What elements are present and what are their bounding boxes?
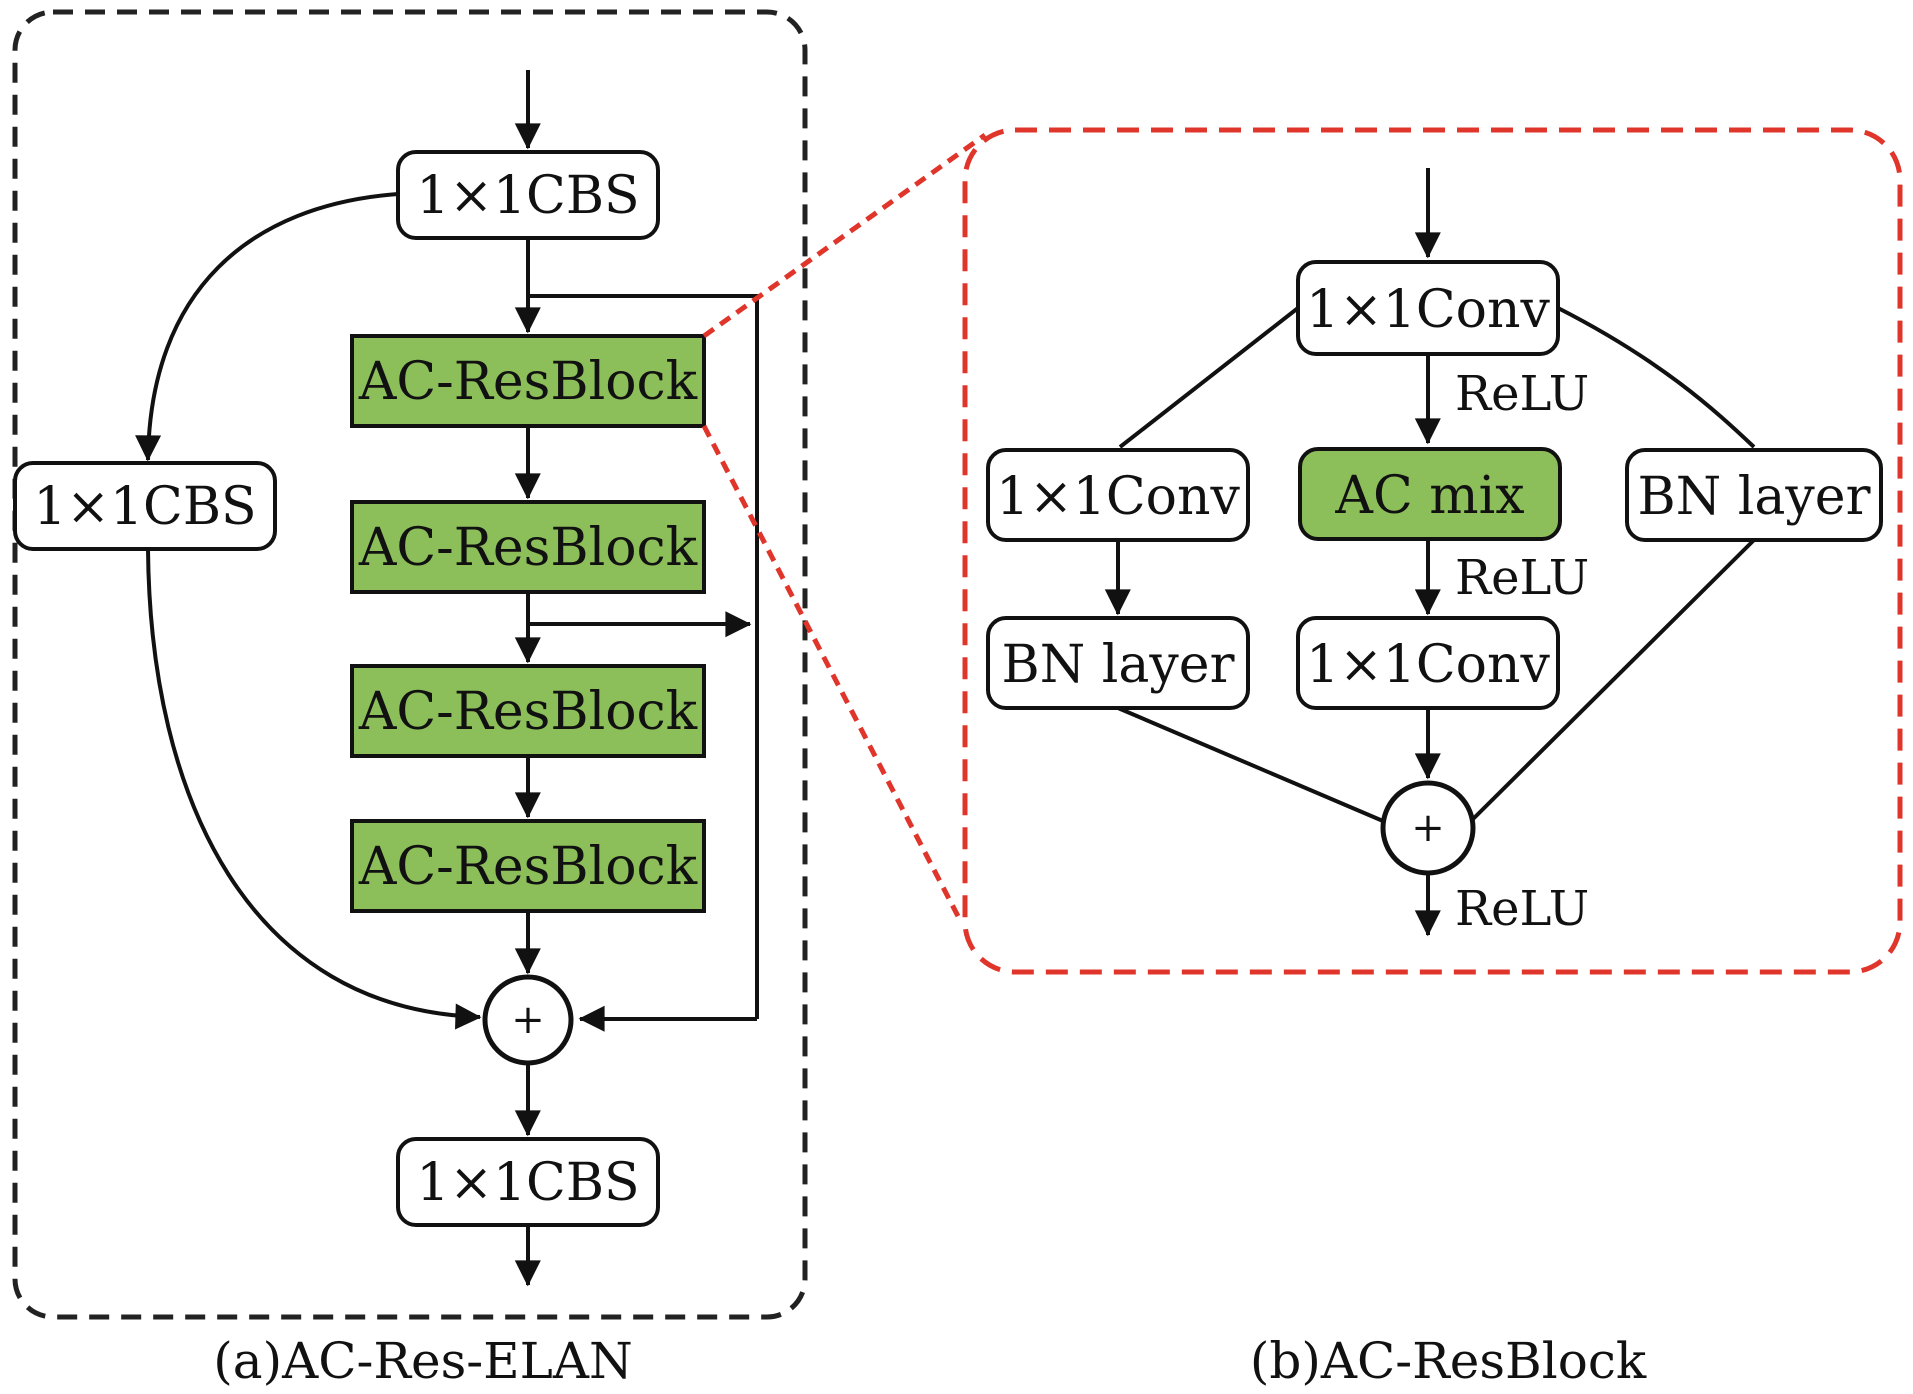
- zoom-connector-bottom: [701, 424, 963, 922]
- zoom-connector-top: [702, 132, 987, 339]
- panel-a-caption: (a)AC-Res-ELAN: [213, 1332, 632, 1390]
- edge-bn-right-to-sum: [1466, 538, 1756, 826]
- sum-node-b-symbol: +: [1411, 805, 1445, 851]
- sum-node-a-symbol: +: [511, 997, 545, 1043]
- ac-resblock-1: [350, 334, 706, 428]
- cbs-left-label: 1×1CBS: [33, 477, 256, 537]
- panel-b: 1×1Conv ReLU 1×1Conv AC mix BN layer ReL…: [962, 127, 1903, 1390]
- relu-2: ReLU: [1455, 550, 1589, 606]
- conv-mid-label: 1×1Conv: [1306, 635, 1550, 695]
- edge-cbs-top-to-left: [135, 192, 399, 462]
- edge-cbs-left-to-sum: [146, 548, 482, 1030]
- bn-left-label: BN layer: [1002, 635, 1235, 695]
- panel-b-dashed-border: [962, 127, 1903, 975]
- edge-conv-top-to-left: [1118, 306, 1300, 449]
- ac-resblock-3-label: AC-ResBlock: [358, 682, 698, 742]
- panel-a: 1×1CBS 1×1CBS AC-ResBlock AC-ResBlock AC…: [12, 9, 808, 1390]
- ac-resblock-2-label: AC-ResBlock: [358, 518, 698, 578]
- conv-top-label: 1×1Conv: [1306, 280, 1550, 340]
- ac-resblock-1-label: AC-ResBlock: [358, 352, 698, 412]
- relu-3: ReLU: [1455, 881, 1589, 937]
- bn-right-label: BN layer: [1638, 467, 1871, 527]
- cbs-left-box: [13, 461, 277, 551]
- ac-resblock-3: [350, 664, 706, 758]
- panel-a-dashed-border: [12, 9, 808, 1320]
- ac-resblock-4: [350, 819, 706, 913]
- ac-resblock-4-label: AC-ResBlock: [358, 837, 698, 897]
- edge-bn-left-to-sum: [1117, 706, 1391, 826]
- conv-left-label: 1×1Conv: [996, 467, 1240, 527]
- cbs-bottom-label: 1×1CBS: [416, 1153, 639, 1213]
- edge-conv-top-to-bn-right: [1557, 306, 1756, 449]
- relu-1: ReLU: [1455, 366, 1589, 422]
- panel-b-caption: (b)AC-ResBlock: [1250, 1332, 1647, 1390]
- cbs-top-label: 1×1CBS: [416, 166, 639, 226]
- acmix-label: AC mix: [1334, 466, 1524, 526]
